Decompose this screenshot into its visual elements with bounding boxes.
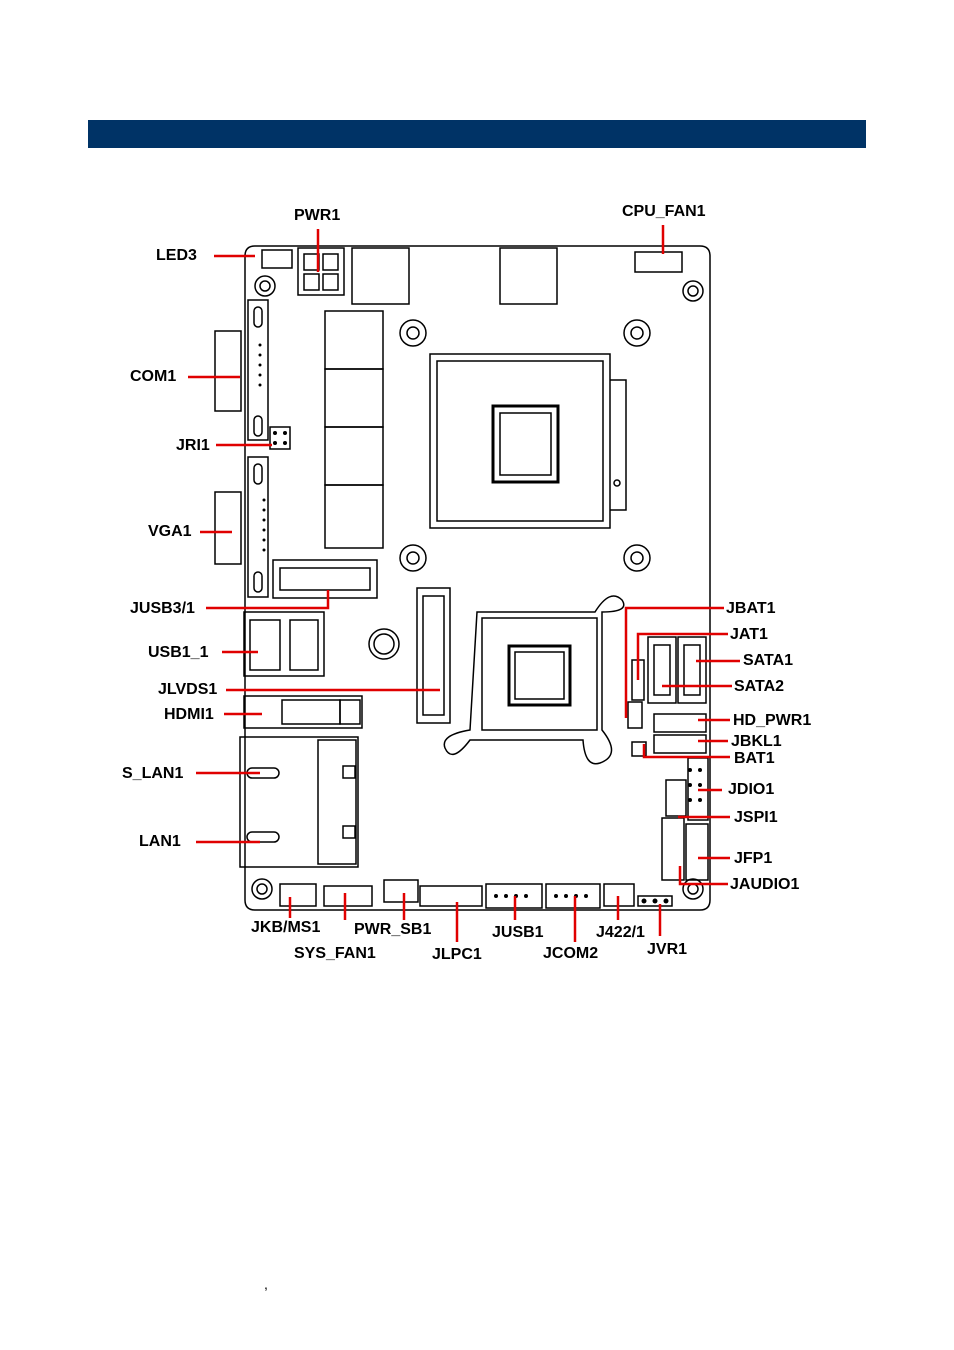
sata2-connector	[647, 636, 677, 704]
power-chokes	[324, 310, 384, 549]
label-hd-pwr1: HD_PWR1	[733, 712, 812, 729]
label-usb1-1: USB1_1	[148, 644, 209, 661]
buzzer	[368, 628, 400, 660]
label-jvr1: JVR1	[647, 941, 688, 958]
label-sys-fan1: SYS_FAN1	[294, 945, 376, 962]
led3-header	[261, 249, 293, 269]
label-lan1: LAN1	[139, 833, 181, 850]
leader-lines	[188, 225, 740, 942]
bat1-header	[631, 741, 647, 757]
label-jdio1: JDIO1	[728, 781, 775, 798]
jbat1-header	[627, 701, 643, 729]
label-pwr-sb1: PWR_SB1	[354, 921, 432, 938]
label-jusb3-1: JUSB3/1	[130, 600, 195, 617]
label-jri1: JRI1	[176, 437, 210, 454]
jcom2-header	[545, 883, 601, 909]
sata1-connector	[677, 636, 707, 704]
hd-pwr1-header	[653, 713, 707, 733]
jlpc1-header	[419, 885, 483, 907]
pin-dots	[258, 343, 702, 904]
com1-connector	[247, 299, 269, 441]
jri1-header	[269, 426, 291, 450]
pwr1-connector	[297, 247, 345, 296]
label-hdmi1: HDMI1	[164, 706, 214, 723]
label-cpu-fan1: CPU_FAN1	[622, 203, 706, 220]
cpu-socket	[429, 353, 627, 529]
label-com1: COM1	[130, 368, 177, 385]
usb1-connector	[243, 611, 325, 677]
label-sata2: SATA2	[734, 678, 785, 695]
label-jcom2: JCOM2	[543, 945, 599, 962]
label-jlpc1: JLPC1	[432, 946, 482, 963]
hdmi1-connector	[243, 695, 363, 729]
label-jat1: JAT1	[730, 626, 768, 643]
chipset	[443, 595, 625, 765]
label-bat1: BAT1	[734, 750, 775, 767]
jusb3-header	[272, 559, 378, 599]
label-jlvds1: JLVDS1	[158, 681, 218, 698]
label-jaudio1: JAUDIO1	[730, 876, 800, 893]
section-header-bar	[88, 120, 866, 148]
label-jbat1: JBAT1	[726, 600, 776, 617]
sys-fan1-header	[323, 885, 373, 907]
jlvds1-connector	[416, 587, 451, 724]
board-outline	[244, 245, 711, 911]
jspi1-header	[665, 779, 687, 817]
cpu-fan-connector	[634, 251, 683, 273]
top-chip-right	[499, 247, 558, 305]
label-pwr1: PWR1	[294, 207, 341, 224]
label-jkb-ms1: JKB/MS1	[251, 919, 321, 936]
jbkl1-header	[653, 734, 707, 754]
label-s-lan1: S_LAN1	[122, 765, 184, 782]
jaudio1-header	[661, 817, 685, 881]
jfp1-header	[685, 823, 709, 881]
label-sata1: SATA1	[743, 652, 794, 669]
label-led3: LED3	[156, 247, 197, 264]
jvr1-header	[637, 895, 673, 907]
top-chip-left	[351, 247, 410, 305]
mounting-holes	[251, 275, 704, 900]
stray-comma-mark: ,	[264, 1276, 268, 1292]
label-j422-1: J422/1	[596, 924, 645, 941]
label-jfp1: JFP1	[734, 850, 773, 867]
pwr-sb1-header	[383, 879, 419, 903]
label-jspi1: JSPI1	[734, 809, 778, 826]
label-jusb1: JUSB1	[492, 924, 544, 941]
jkb-ms1-header	[279, 883, 317, 907]
lan-block	[239, 736, 359, 868]
vga1-connector	[247, 456, 269, 598]
label-jbkl1: JBKL1	[731, 733, 782, 750]
label-vga1: VGA1	[148, 523, 192, 540]
